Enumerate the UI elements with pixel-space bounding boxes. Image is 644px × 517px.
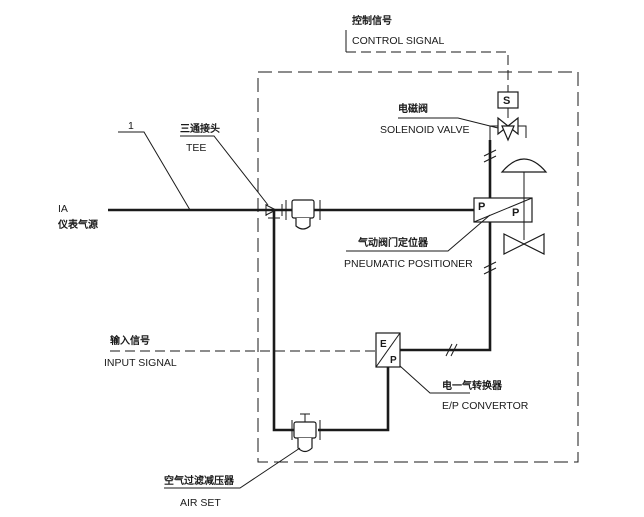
tee-fitting-icon [265, 204, 283, 219]
solenoid-cn: 电磁阀 [398, 102, 428, 115]
leader-solenoid [398, 117, 499, 129]
airset-en: AIR SET [180, 497, 221, 509]
positioner-cn: 气动阀门定位器 [357, 236, 429, 249]
ep-converter-icon: E P [375, 332, 401, 368]
line-number: 1 [128, 120, 134, 132]
leader-positioner [346, 214, 491, 252]
airset-icon [291, 413, 321, 453]
leader-ep [399, 365, 470, 394]
positioner-right-letter: P [512, 207, 519, 219]
positioner-icon: P P [473, 197, 533, 223]
pipe-tick-1 [445, 343, 458, 357]
tee-cn: 三通接头 [180, 122, 220, 135]
positioner-left-letter: P [478, 201, 485, 213]
input-signal-en: INPUT SIGNAL [104, 357, 177, 369]
solenoid-en: SOLENOID VALVE [380, 124, 469, 136]
boundary-box [257, 71, 579, 463]
airset-cn: 空气过滤减压器 [164, 474, 235, 487]
control-signal-line [346, 51, 509, 92]
solenoid-valve-icon: S [489, 91, 527, 142]
ia-arrow [265, 204, 278, 216]
tee-en: TEE [186, 142, 206, 154]
ep-en: E/P CONVERTOR [442, 400, 529, 412]
branch-pipe-vertical [272, 210, 298, 432]
upper-filter-icon [285, 199, 321, 230]
leader-airset [164, 447, 301, 489]
pipe-tick-2 [483, 261, 497, 275]
pipe-tick-3 [483, 149, 497, 163]
control-signal-en: CONTROL SIGNAL [352, 35, 445, 47]
leader-tee [180, 135, 269, 206]
ia-cn-label: 仪表气源 [57, 218, 98, 231]
ep-top-letter: E [380, 339, 387, 350]
leader-line-1 [118, 131, 191, 211]
positioner-en: PNEUMATIC POSITIONER [344, 258, 473, 270]
control-valve-icon [500, 158, 548, 255]
solenoid-letter: S [503, 95, 510, 107]
ia-label: IA [58, 203, 68, 215]
ep-cn: 电一气转换器 [442, 379, 503, 392]
ep-bottom-letter: P [390, 355, 397, 366]
control-signal-cn: 控制信号 [352, 14, 392, 27]
input-signal-cn: 输入信号 [110, 334, 150, 347]
airset-to-ep-pipe [318, 367, 390, 432]
